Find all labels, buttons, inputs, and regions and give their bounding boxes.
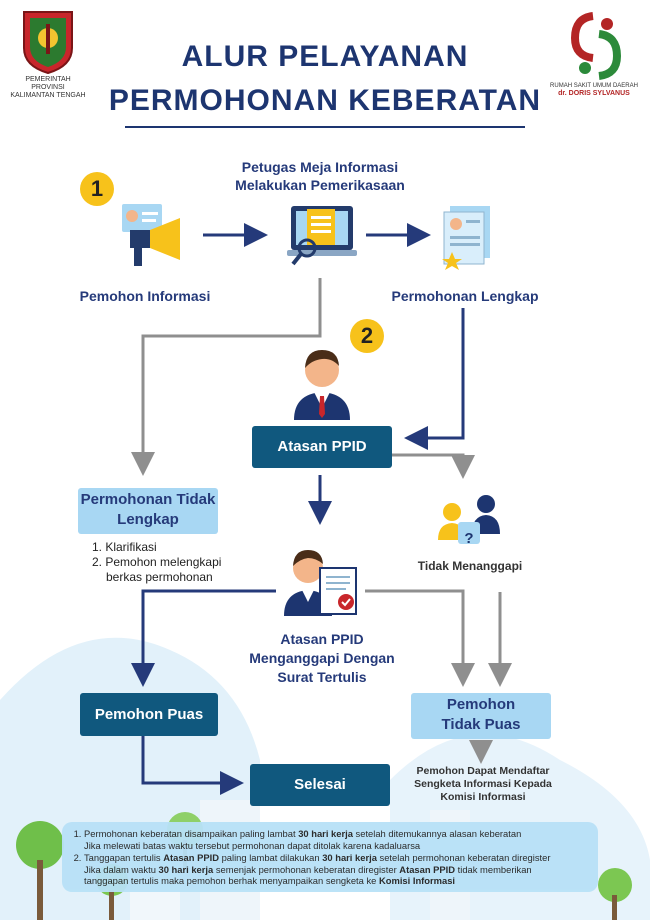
menanggapi-label-1: Atasan PPID <box>280 631 364 647</box>
note-item-1: Permohonan keberatan disampaikan paling … <box>84 828 588 851</box>
atasan-ppid-box: Atasan PPID <box>252 426 392 468</box>
tidak-menanggapi-label: Tidak Menanggapi <box>417 559 523 573</box>
megaphone-icon <box>122 204 180 266</box>
pemohon-puas-box: Pemohon Puas <box>80 693 218 736</box>
pemohon-informasi-label: Pemohon Informasi <box>79 288 211 304</box>
melengkapi-item-1: 2. Pemohon melengkapi <box>92 555 222 569</box>
left-logo-caption-2: KALIMANTAN TENGAH <box>10 92 86 99</box>
official-person-icon <box>294 350 350 420</box>
question-mark: ? <box>464 530 474 547</box>
tidak-lengkap-label-1: Permohonan Tidak <box>80 491 216 508</box>
tidak-lengkap-label-2: Lengkap <box>117 511 179 528</box>
klarifikasi-item: 1. Klarifikasi <box>92 540 157 554</box>
certificate-icon <box>442 206 490 270</box>
menanggapi-label-2: Menganggapi Dengan <box>249 650 395 666</box>
sengketa-label-3: Komisi Informasi <box>440 791 526 803</box>
permohonan-lengkap-label: Permohonan Lengkap <box>391 288 539 304</box>
confused-people-icon <box>438 495 500 544</box>
tidak-puas-label-2: Tidak Puas <box>441 716 521 733</box>
title-divider <box>125 126 525 128</box>
sengketa-label-2: Sengketa Informasi Kepada <box>414 778 552 790</box>
left-logo-caption-1: PEMERINTAH PROVINSI <box>25 76 71 91</box>
right-logo-caption-1: RUMAH SAKIT UMUM DAERAH <box>550 83 638 89</box>
page-title-line2: PERMOHONAN KEBERATAN <box>108 84 542 117</box>
melengkapi-item-2: berkas permohonan <box>106 570 213 584</box>
right-logo-caption-2: dr. DORIS SYLVANUS <box>558 90 630 97</box>
tree-icon <box>16 821 64 869</box>
coat-of-arms-icon <box>23 11 73 75</box>
provincial-logo: PEMERINTAH PROVINSI KALIMANTAN TENGAH <box>10 10 86 99</box>
petugas-label-2: Melakukan Pemerikasaan <box>235 177 405 193</box>
official-with-document-icon <box>284 550 357 616</box>
note-item-2: Tanggapan tertulis Atasan PPID paling la… <box>84 852 588 887</box>
notes-panel: Permohonan keberatan disampaikan paling … <box>62 822 598 892</box>
step-badge-1: 1 <box>80 172 114 206</box>
selesai-box: Selesai <box>250 764 390 806</box>
page-title-line1: ALUR PELAYANAN <box>181 40 469 73</box>
document-check-icon <box>287 206 357 266</box>
menanggapi-label-3: Surat Tertulis <box>277 669 367 685</box>
sengketa-label-1: Pemohon Dapat Mendaftar <box>416 765 550 777</box>
tidak-puas-label-1: Pemohon <box>446 696 516 713</box>
hospital-logo <box>570 12 622 80</box>
step-badge-2: 2 <box>350 319 384 353</box>
petugas-label-1: Petugas Meja Informasi <box>241 159 399 175</box>
